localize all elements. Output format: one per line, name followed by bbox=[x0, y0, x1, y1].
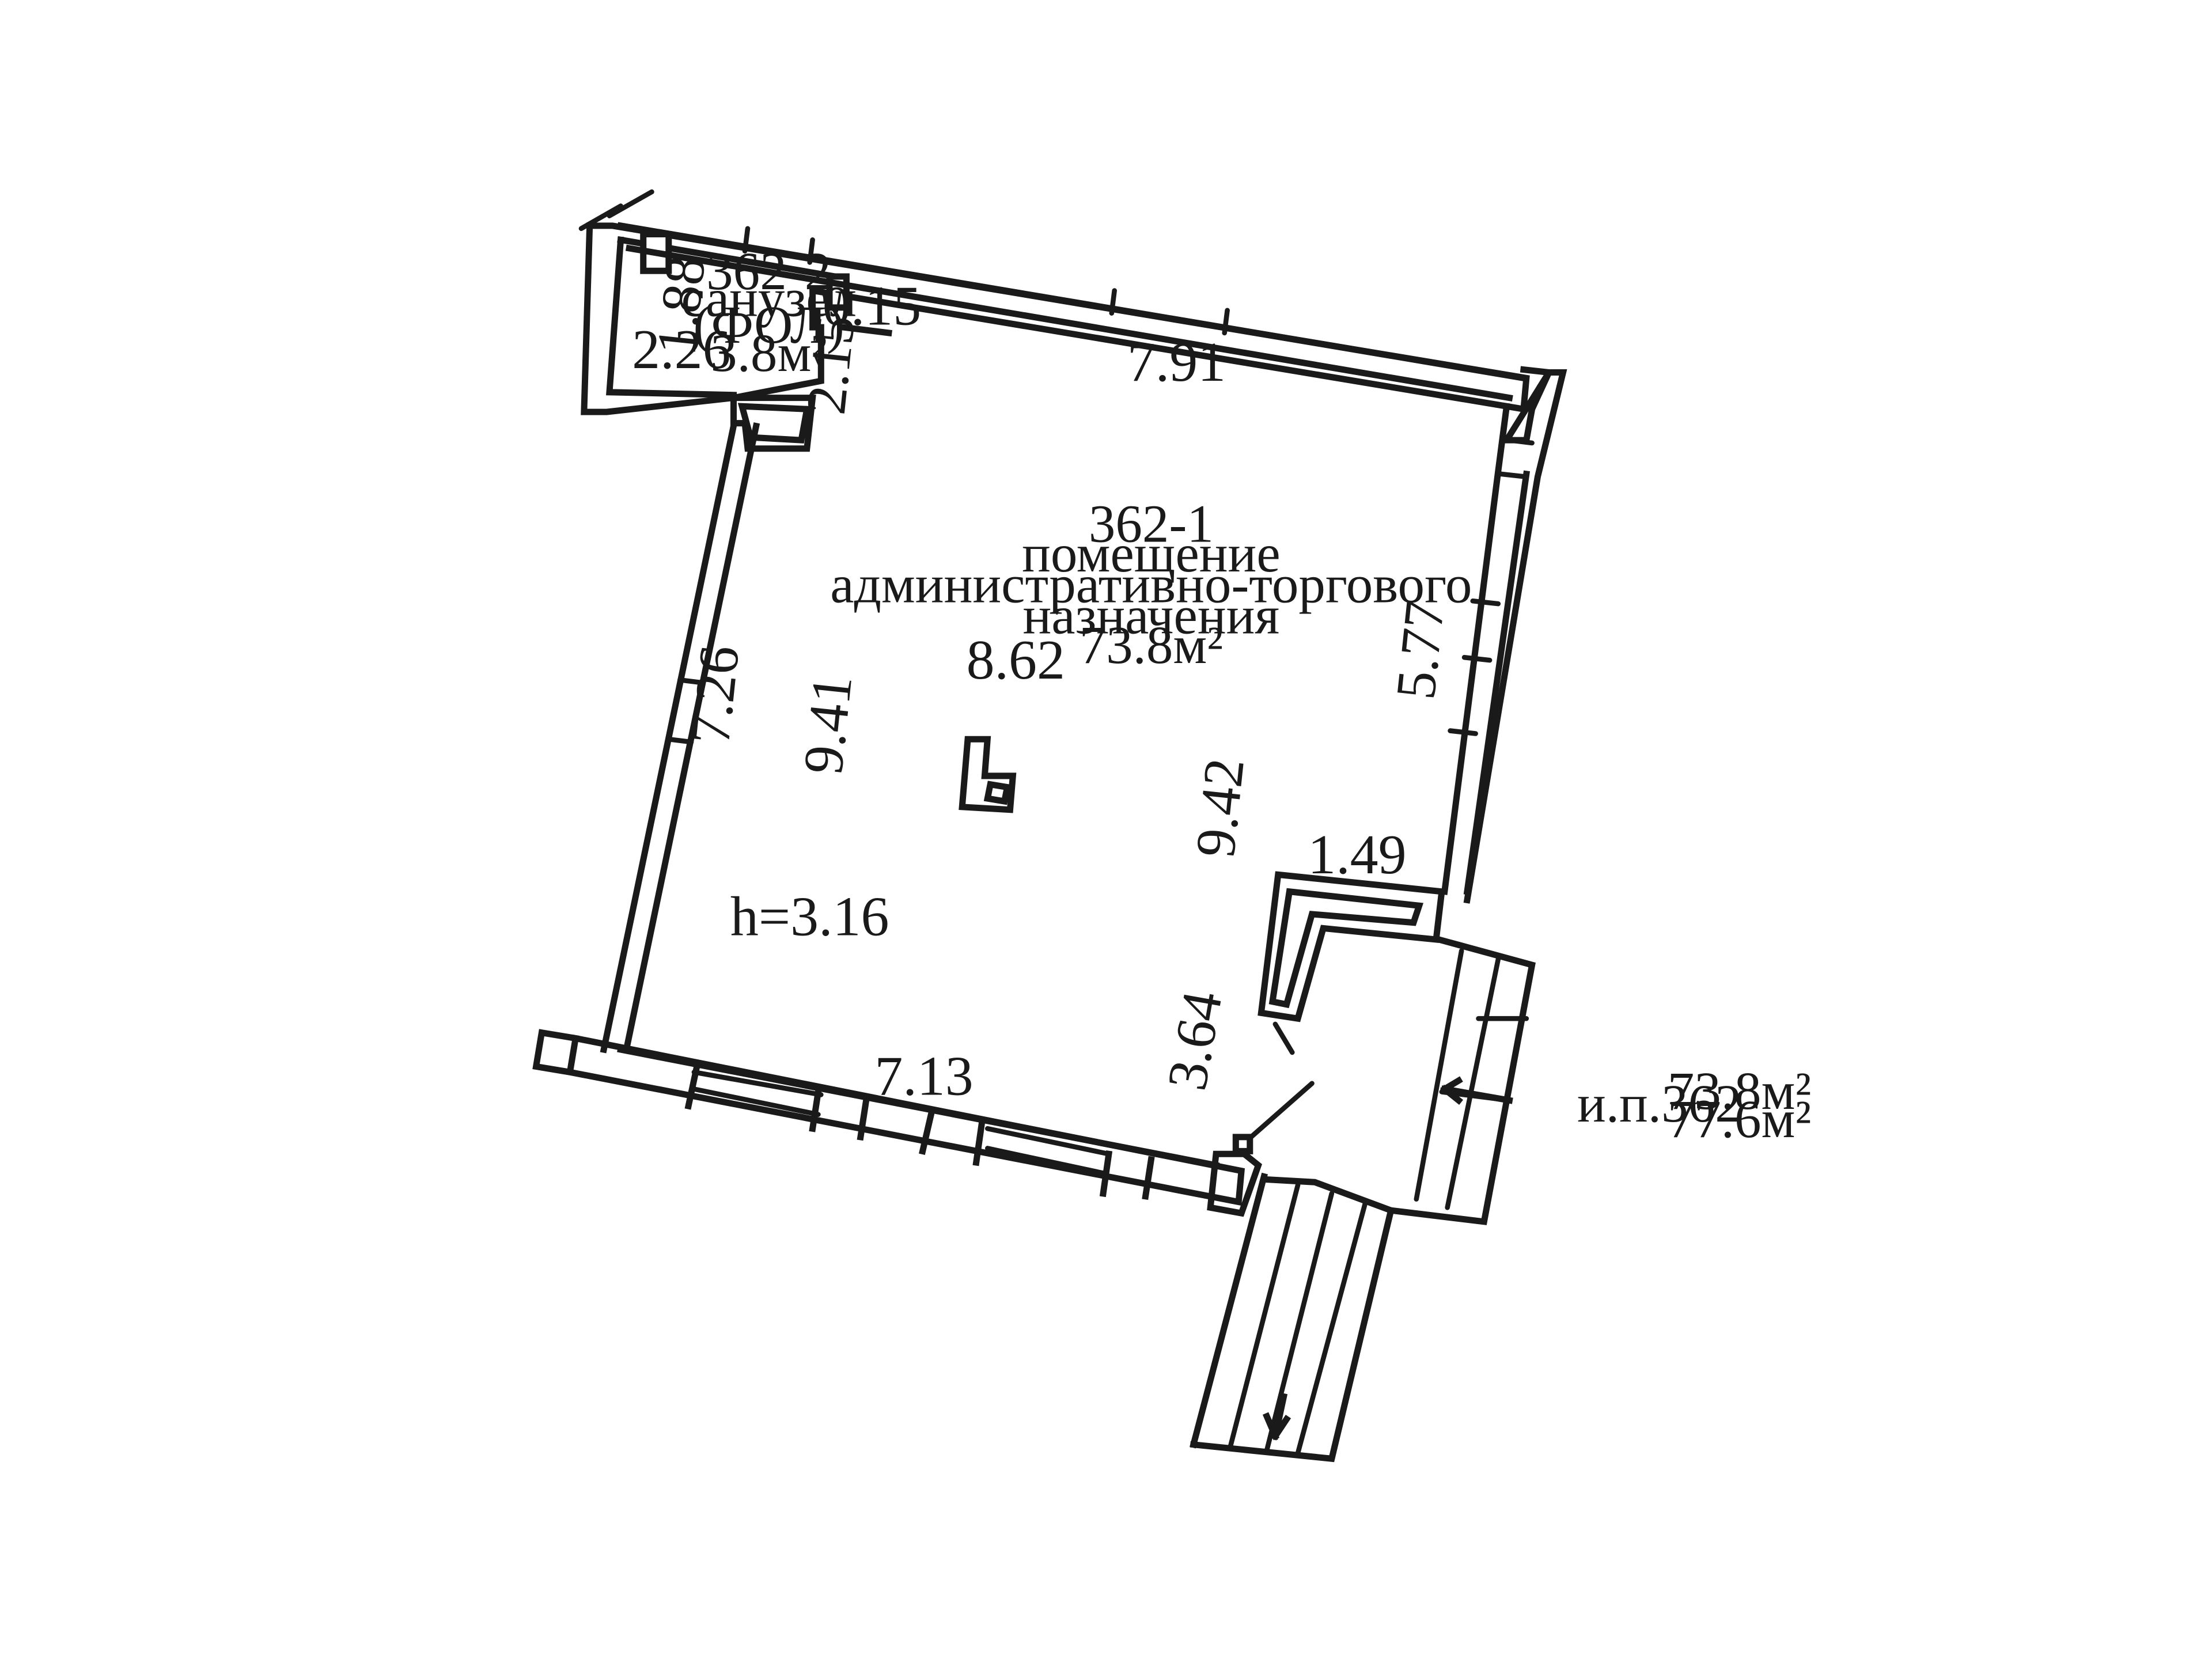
bottom-wall-window bbox=[691, 1069, 1112, 1176]
dim-bath-width: 2.26 bbox=[632, 319, 730, 381]
central-column bbox=[959, 736, 1017, 813]
dim-inner-right: 9.42 bbox=[1184, 755, 1256, 860]
top-wall bbox=[617, 222, 1528, 402]
bathroom-partition-line bbox=[840, 324, 893, 337]
bathroom-area: 3.8м² bbox=[710, 324, 827, 383]
dim-top-wall: 7.91 bbox=[1127, 331, 1226, 393]
entrance-ramp bbox=[1190, 1172, 1395, 1463]
entrance-door-swing bbox=[1238, 1081, 1315, 1148]
ramp-lines bbox=[1228, 1182, 1368, 1456]
main-room-name-1: помещение bbox=[1022, 524, 1281, 584]
dim-inner-top: 8.62 bbox=[967, 629, 1065, 691]
dim-entrance-depth: 3.64 bbox=[1156, 987, 1234, 1095]
ramp-arrow bbox=[1262, 1392, 1291, 1441]
dim-bath-side: 2.15 bbox=[795, 313, 867, 418]
bathroom-door-stub bbox=[730, 395, 816, 452]
bathroom-name: санузел bbox=[681, 269, 857, 328]
dim-bath-height: 1.88 bbox=[645, 253, 717, 358]
bathroom-note: (ФОЛ) bbox=[694, 296, 844, 355]
main-room-name-2: административно-торгового bbox=[830, 555, 1472, 615]
left-wall-window bbox=[666, 677, 705, 745]
dim-left-wall: 7.26 bbox=[679, 643, 751, 748]
dim-bottom-wall: 7.13 bbox=[874, 1045, 973, 1107]
bathroom-number: 362-2 bbox=[706, 242, 831, 301]
legend-area-total: 77.6м² bbox=[1668, 1090, 1812, 1149]
entrance-door-leaf bbox=[1272, 1021, 1295, 1055]
dim-notch-width: 1.49 bbox=[1308, 824, 1406, 886]
bathroom-partition bbox=[826, 273, 850, 311]
entrance-notch bbox=[1257, 871, 1445, 1022]
porch-arrow bbox=[1440, 1076, 1513, 1105]
bathroom-outer-wall bbox=[581, 222, 1530, 415]
right-wall-window bbox=[1448, 437, 1535, 736]
porch-steps bbox=[1414, 948, 1529, 1210]
legend-label: и.п.362 bbox=[1577, 1074, 1742, 1134]
right-wall-outer bbox=[1463, 366, 1567, 904]
main-room-area: 73.8м² bbox=[1080, 616, 1224, 675]
dim-small-offset: 0.15 bbox=[823, 275, 921, 337]
dim-ceiling-height: h=3.16 bbox=[730, 886, 889, 948]
main-room-number: 362-1 bbox=[1089, 494, 1214, 554]
porch-landing bbox=[1260, 935, 1536, 1225]
main-room-name-3: назначения bbox=[1023, 586, 1280, 646]
legend-area-main: 73.8м² bbox=[1668, 1062, 1812, 1121]
right-wall-inner bbox=[1441, 403, 1531, 895]
dim-right-upper: 5.77 bbox=[1384, 597, 1456, 702]
door-hinge-box bbox=[1232, 1134, 1253, 1154]
dim-inner-left: 9.41 bbox=[792, 672, 864, 777]
top-wall-window bbox=[742, 226, 1230, 336]
